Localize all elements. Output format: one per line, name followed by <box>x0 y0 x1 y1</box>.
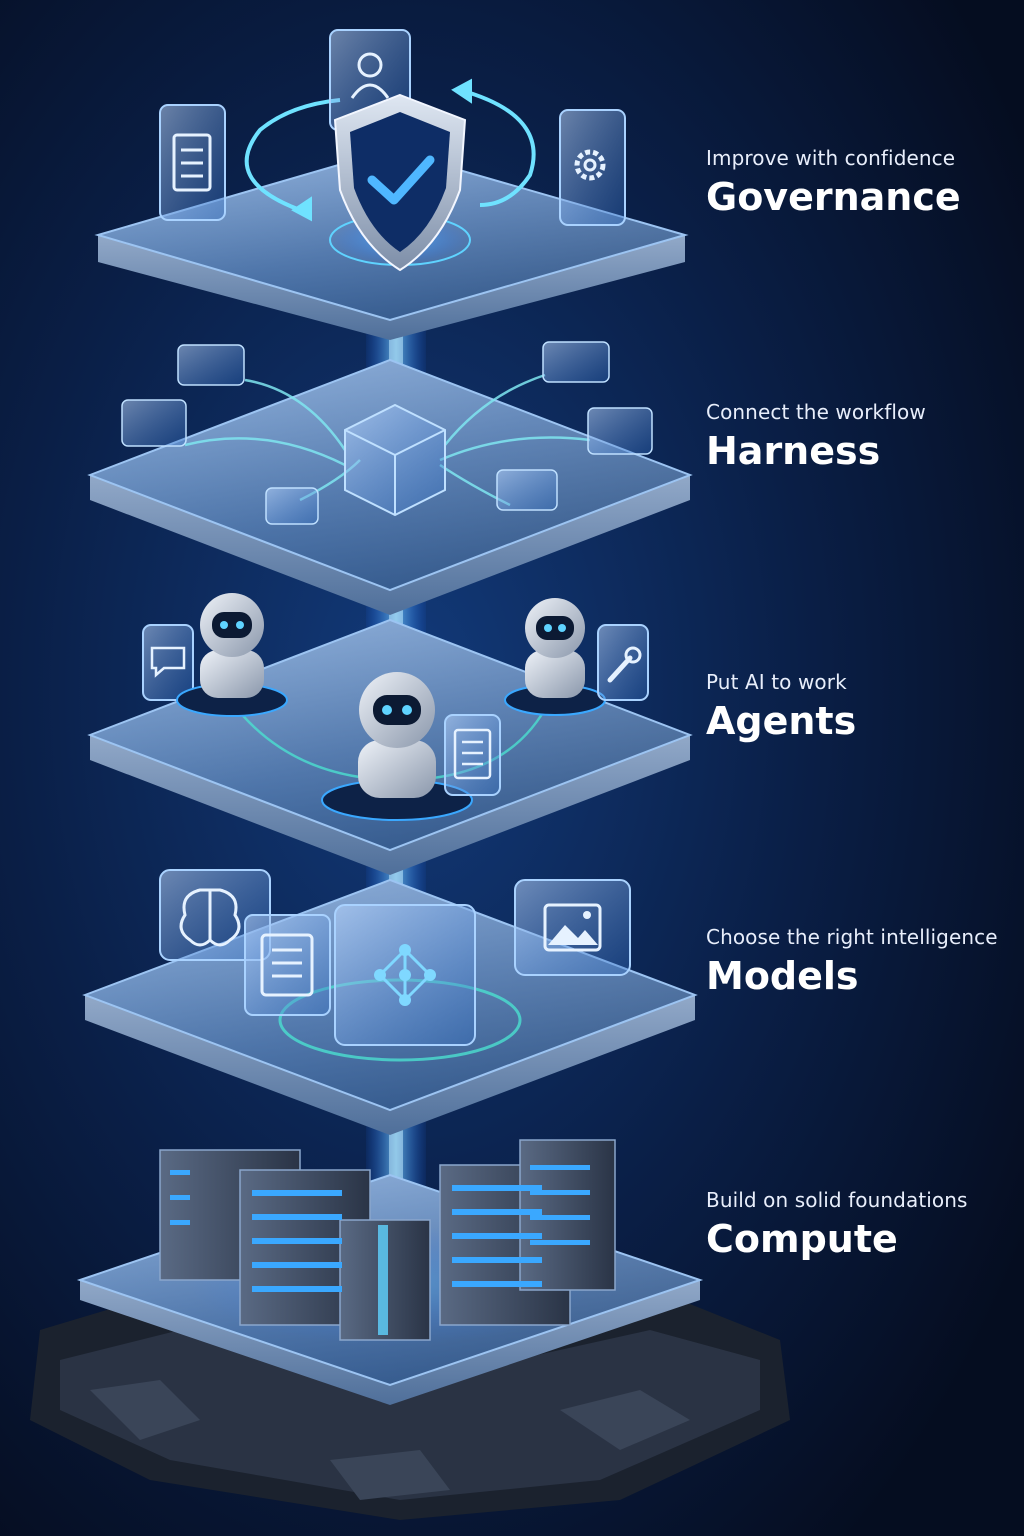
robot-icon <box>321 672 473 821</box>
robot-icon <box>504 598 606 716</box>
cycle-arrows-icon <box>244 78 536 222</box>
robot-icon <box>176 593 288 717</box>
document-icon <box>159 104 226 221</box>
rock-base <box>30 1300 790 1520</box>
label-governance: Improve with confidence Governance <box>706 146 1016 220</box>
chat-icon <box>142 624 194 701</box>
label-models: Choose the right intelligence Models <box>706 925 1016 999</box>
shield-check-icon <box>333 93 467 272</box>
layer-labels: Improve with confidence Governance Conne… <box>706 0 1016 1536</box>
governance-subtitle: Improve with confidence <box>706 146 956 170</box>
label-compute: Build on solid foundations Compute <box>706 1188 1016 1262</box>
image-icon <box>514 879 631 976</box>
agents-subtitle: Put AI to work <box>706 670 847 694</box>
harness-title: Harness <box>706 429 881 473</box>
connector-cube-icon <box>121 341 653 525</box>
agents-title: Agents <box>706 699 857 743</box>
layer-models <box>82 869 698 1135</box>
document-icon <box>244 914 331 1016</box>
layer-agents <box>87 593 693 875</box>
gear-icon <box>559 109 626 226</box>
label-harness: Connect the workflow Harness <box>706 400 1016 474</box>
compute-subtitle: Build on solid foundations <box>706 1188 968 1212</box>
server-rack-icon <box>159 1139 616 1341</box>
models-title: Models <box>706 954 859 998</box>
models-subtitle: Choose the right intelligence <box>706 925 998 949</box>
layer-governance <box>94 29 689 340</box>
network-graph-icon <box>334 904 476 1046</box>
layer-harness <box>87 341 693 615</box>
harness-subtitle: Connect the workflow <box>706 400 926 424</box>
wrench-icon <box>597 624 649 701</box>
layer-compute <box>76 1139 704 1405</box>
governance-title: Governance <box>706 175 961 219</box>
document-icon <box>444 714 501 796</box>
label-agents: Put AI to work Agents <box>706 670 1016 744</box>
compute-title: Compute <box>706 1217 898 1261</box>
central-hub-cube-icon <box>344 403 446 517</box>
